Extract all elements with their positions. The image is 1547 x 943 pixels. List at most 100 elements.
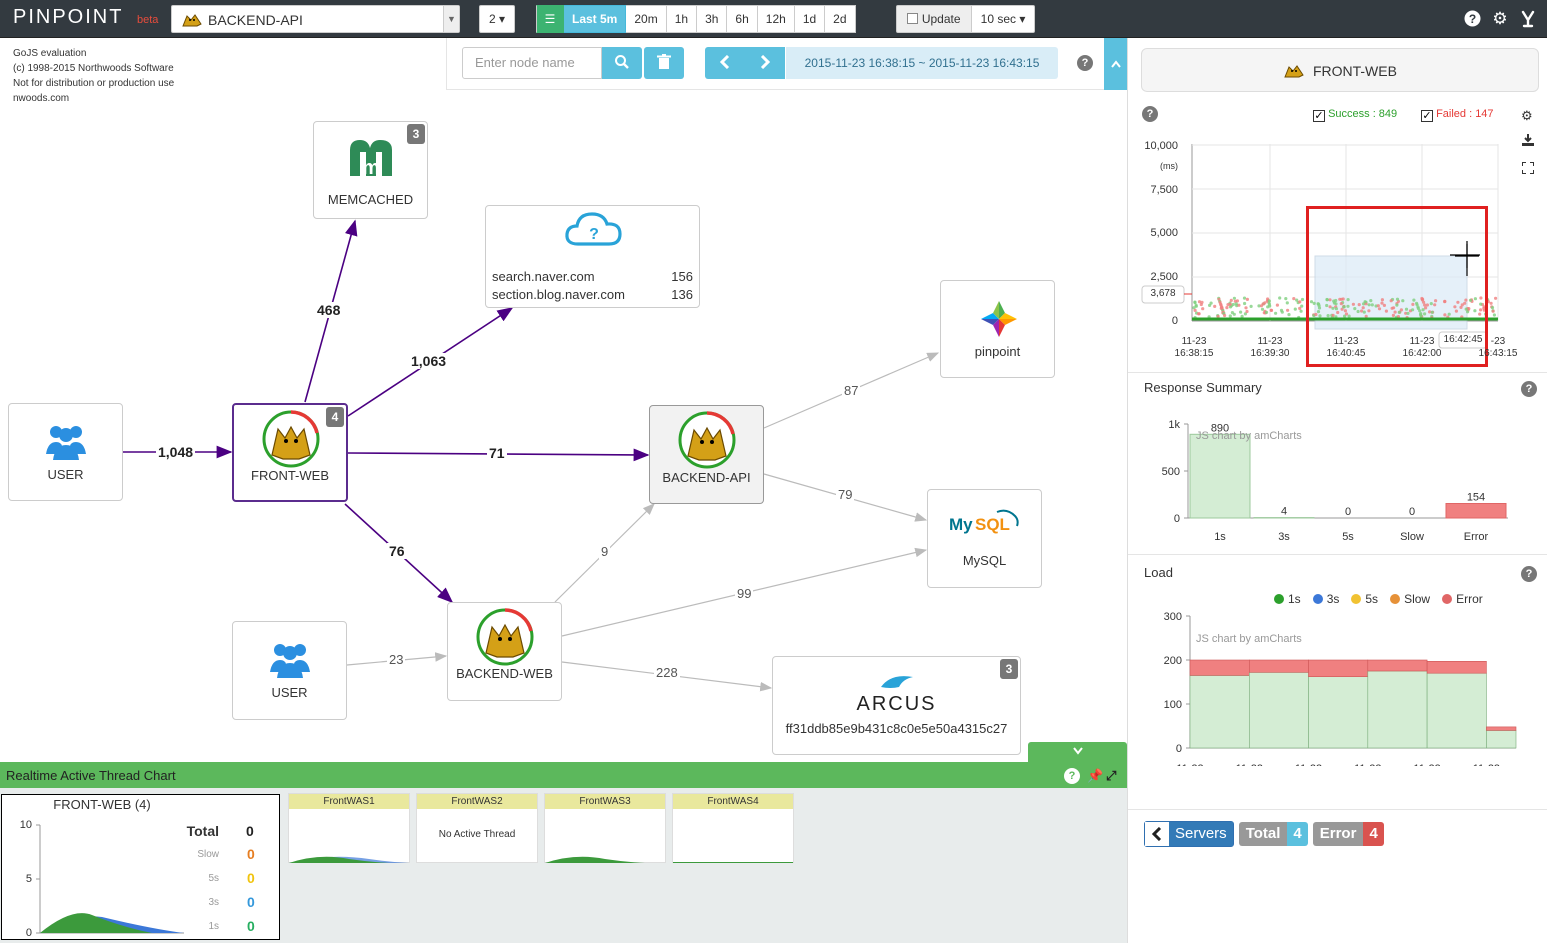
node-pinpoint[interactable]: pinpoint (940, 280, 1055, 378)
scatter-point (1389, 299, 1393, 303)
scatter-point (1278, 296, 1282, 300)
selected-node-title[interactable]: FRONT-WEB (1141, 48, 1539, 92)
failed-filter[interactable]: ✓ Failed : 147 (1421, 108, 1494, 122)
agent-card-frontwas3[interactable]: FrontWAS3 (544, 793, 666, 863)
next-range-button[interactable] (745, 47, 785, 79)
search-button[interactable] (602, 47, 642, 79)
scatter-point (1223, 313, 1227, 318)
expand-icon[interactable]: ⤢ (1106, 768, 1117, 783)
edge-label[interactable]: 71 (487, 445, 507, 461)
range-6h[interactable]: 6h (727, 5, 758, 33)
tomcat-icon (476, 608, 534, 666)
axis-tick: Slow (1400, 531, 1424, 543)
scatter-point (1192, 306, 1196, 310)
edge-label[interactable]: 1,063 (409, 353, 449, 369)
scatter-point (1351, 302, 1355, 306)
server-map-canvas[interactable]: GoJS evaluation (c) 1998-2015 Northwoods… (0, 38, 1127, 762)
edge-label[interactable]: 468 (315, 302, 343, 318)
github-icon[interactable] (1519, 10, 1537, 28)
interval-select[interactable]: 10 sec ▾ (971, 5, 1035, 33)
download-icon[interactable] (1522, 134, 1534, 149)
scatter-point (1208, 303, 1212, 307)
depth-select[interactable]: 2 ▾ (479, 5, 515, 33)
chevron-down-icon[interactable]: ▼ (443, 6, 459, 32)
help-icon[interactable]: ? (1077, 55, 1093, 71)
svg-text:?: ? (589, 226, 599, 243)
success-filter[interactable]: ✓ Success : 849 (1313, 108, 1397, 122)
servers-button[interactable]: Servers (1144, 821, 1234, 847)
edge-label[interactable]: 76 (387, 543, 407, 559)
collapse-toolbar-button[interactable] (1104, 38, 1127, 90)
node-backend-api[interactable]: BACKEND-API (649, 405, 764, 504)
load-chart[interactable]: 300200100011-2316:3811-2316:3911-2316:40… (1128, 566, 1547, 766)
axis-tick: 11-23 (1413, 763, 1440, 766)
legend-item[interactable]: 5s (1351, 592, 1378, 606)
pin-icon[interactable]: 📌 (1087, 768, 1104, 783)
node-user[interactable]: USER (232, 621, 347, 720)
edge-label[interactable]: 9 (599, 544, 611, 559)
help-icon[interactable]: ? (1064, 768, 1080, 784)
agent-card-frontwas4[interactable]: FrontWAS4 (672, 793, 794, 864)
top-navigation-bar: PINPOINT beta BACKEND-API ▼ 2 ▾ ☰ Last 5… (0, 0, 1547, 38)
update-checkbox[interactable] (907, 13, 919, 24)
range-1d[interactable]: 1d (794, 5, 826, 33)
failed-count: Failed : 147 (1436, 108, 1494, 120)
node-mysql[interactable]: My SQL MySQL (927, 489, 1042, 588)
response-scatter-chart[interactable] (1128, 128, 1547, 368)
range-3h[interactable]: 3h (697, 5, 728, 33)
node-arcus[interactable]: ARCUS ff31ddb85e9b431c8c0e5e50a4315c27 3 (772, 656, 1021, 755)
update-toggle[interactable]: Update (896, 5, 972, 33)
failed-checkbox[interactable]: ✓ (1421, 110, 1433, 122)
scatter-point (1287, 313, 1291, 317)
drag-selection-box[interactable] (1306, 206, 1488, 367)
legend-item[interactable]: Slow (1390, 592, 1430, 606)
edge-label[interactable]: 228 (654, 665, 680, 680)
scatter-point (1249, 304, 1253, 308)
prev-range-button[interactable] (705, 47, 745, 79)
axis-tick: 10 (19, 819, 32, 831)
range-2d[interactable]: 2d (825, 5, 856, 33)
legend-item[interactable]: 1s (1274, 592, 1301, 606)
node-memcached[interactable]: m MEMCACHED 3 (313, 121, 428, 219)
scatter-point (1447, 312, 1451, 316)
edge-label[interactable]: 23 (387, 652, 406, 667)
success-checkbox[interactable]: ✓ (1313, 110, 1325, 122)
help-icon[interactable]: ? (1463, 10, 1481, 28)
chevron-up-icon (1110, 60, 1121, 68)
date-range-display[interactable]: 2015-11-23 16:38:15 ~ 2015-11-23 16:43:1… (786, 47, 1058, 79)
agent-card-frontwas1[interactable]: FrontWAS1 (288, 793, 410, 863)
axis-tick: 300 (1164, 611, 1182, 623)
application-select[interactable]: BACKEND-API ▼ (171, 5, 460, 33)
help-icon[interactable]: ? (1521, 566, 1537, 582)
range-last-5m[interactable]: Last 5m (564, 5, 627, 33)
edge-label[interactable]: 99 (735, 586, 754, 601)
scatter-point (1299, 309, 1303, 313)
thread-label-5s: 5s (208, 873, 219, 884)
list-view-icon[interactable]: ☰ (536, 5, 564, 33)
range-1h[interactable]: 1h (666, 5, 698, 33)
realtime-toggle-button[interactable] (1028, 742, 1127, 762)
help-icon[interactable]: ? (1521, 381, 1537, 397)
thread-value-3s: 0 (247, 894, 255, 910)
agent-card-frontwas2[interactable]: FrontWAS2 No Active Thread (416, 793, 538, 863)
range-12h[interactable]: 12h (757, 5, 795, 33)
edge-label[interactable]: 1,048 (156, 444, 196, 460)
scatter-point (1443, 313, 1447, 317)
edge-label[interactable]: 79 (836, 487, 855, 502)
range-20m[interactable]: 20m (626, 5, 667, 33)
node-front-web[interactable]: FRONT-WEB 4 (232, 403, 348, 502)
map-edges (123, 219, 940, 692)
clear-button[interactable] (644, 47, 684, 79)
node-unknown-cloud[interactable]: ? search.naver.com 156 section.blog.nave… (485, 205, 700, 308)
legend-item[interactable]: 3s (1312, 592, 1339, 606)
edge-label[interactable]: 87 (842, 383, 861, 398)
gear-icon[interactable]: ⚙ (1492, 9, 1508, 28)
node-user[interactable]: USER (8, 403, 123, 501)
help-icon[interactable]: ? (1142, 106, 1158, 122)
node-search-input[interactable]: Enter node name (462, 47, 602, 79)
legend-item[interactable]: Error (1442, 592, 1483, 606)
pinpoint-logo[interactable]: PINPOINT beta (13, 6, 158, 29)
node-backend-web[interactable]: BACKEND-WEB (447, 602, 562, 701)
gear-icon[interactable]: ⚙ (1521, 108, 1533, 123)
